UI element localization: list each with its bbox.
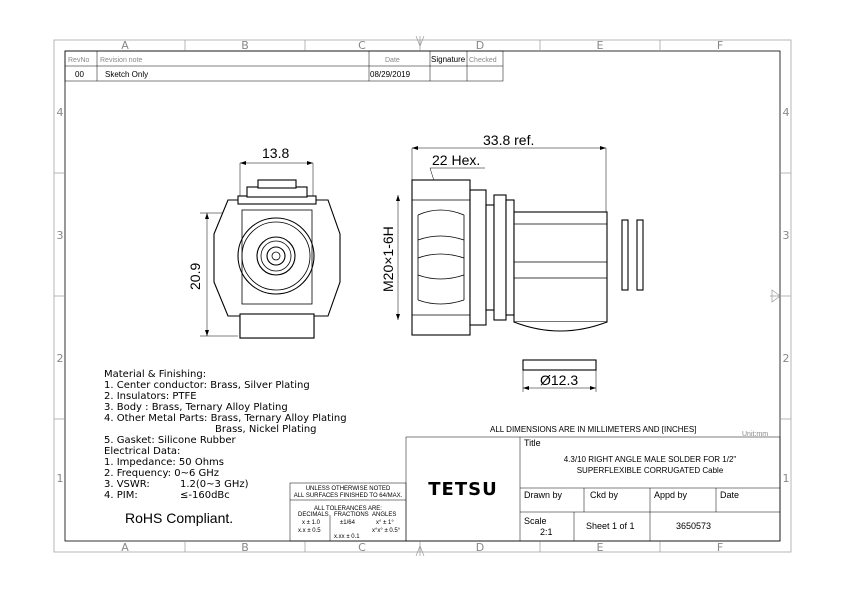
zone-col-top-E: E — [597, 39, 604, 52]
title-label: Title — [524, 438, 541, 448]
unit-label: Unit:mm — [742, 431, 768, 438]
note-line-0: Material & Finishing: — [104, 369, 206, 380]
front-view: 13.8 20.9 — [187, 145, 341, 339]
note-header: Revision note — [100, 57, 143, 64]
tol-frac-0: ±1/64 — [340, 520, 356, 526]
tolerance-block: UNLESS OTHERWISE NOTED ALL SURFACES FINI… — [289, 482, 407, 542]
tol-h-fractions: FRACTIONS — [334, 512, 369, 518]
zone-row-left-2: 2 — [57, 352, 64, 365]
tol-h-decimals: DECIMALS — [298, 512, 329, 518]
tol-line3: ALL TOLERANCES ARE: — [314, 506, 382, 512]
tol-dec-0: x ± 1.0 — [302, 520, 321, 526]
zone-col-bottom-F: F — [717, 541, 723, 554]
revision-table: RevNo Revision note Date Signature Check… — [64, 50, 504, 82]
zone-row-left-3: 3 — [57, 229, 64, 242]
zone-row-right-1: 1 — [783, 472, 790, 485]
zone-row-right-4: 4 — [783, 106, 790, 119]
scale-label: Scale — [524, 516, 547, 526]
dim-front-height: 20.9 — [187, 263, 203, 290]
checked-header: Checked — [469, 57, 497, 64]
dim-overall-length: 33.8 ref. — [483, 132, 534, 148]
top-center-mark — [415, 35, 425, 47]
appd-by-label: Appd by — [654, 490, 688, 500]
company-logo: TETSU — [428, 479, 497, 500]
dim-hex: 22 Hex. — [432, 152, 480, 168]
note-line-5: Brass, Nickel Plating — [215, 424, 317, 435]
note-line-6: 5. Gasket: Silicone Rubber — [104, 435, 237, 446]
zone-row-right-2: 2 — [783, 352, 790, 365]
elec-line-4: 4. PIM: — [104, 490, 138, 501]
tol-dec-2: x.xx ± 0.1 — [334, 534, 360, 540]
dim-thread: M20×1-6H — [380, 226, 396, 292]
elec-line-2: 2. Frequency: 0~6 GHz — [104, 468, 219, 479]
elec-line-0: Electrical Data: — [104, 446, 180, 457]
zone-row-left-1: 1 — [57, 472, 64, 485]
zone-col-top-F: F — [717, 39, 723, 52]
tol-ang-1: x°x° ± 0.5° — [372, 528, 401, 534]
units-note: ALL DIMENSIONS ARE IN MILLIMETERS AND [I… — [490, 425, 696, 434]
date-value: 08/29/2019 — [370, 70, 411, 79]
zone-col-bottom-D: D — [476, 541, 484, 554]
sheet-number: Sheet 1 of 1 — [586, 521, 635, 531]
drawn-by-label: Drawn by — [524, 490, 563, 500]
elec-line-3: 3. VSWR: — [104, 479, 150, 490]
rev-header: RevNo — [68, 57, 90, 64]
zone-col-top-D: D — [476, 39, 484, 52]
title-line1: 4.3/10 RIGHT ANGLE MALE SOLDER FOR 1/2" — [564, 455, 737, 464]
note-value: Sketch Only — [105, 70, 148, 79]
date-header: Date — [385, 57, 400, 64]
elec-pim-value: ≤-160dBc — [180, 490, 230, 501]
dim-front-width: 13.8 — [262, 145, 289, 161]
zone-col-bottom-A: A — [121, 541, 129, 554]
tol-dec-1: x.x ± 0.5 — [298, 528, 321, 534]
note-line-4: 4. Other Metal Parts: Brass, Ternary All… — [104, 413, 347, 424]
note-line-2: 2. Insulators: PTFE — [104, 391, 197, 402]
zone-row-left-4: 4 — [57, 106, 64, 119]
title-block: ALL DIMENSIONS ARE IN MILLIMETERS AND [I… — [405, 425, 781, 542]
side-view: 33.8 ref. 22 Hex. M20×1-6H — [380, 132, 644, 392]
zone-col-bottom-B: B — [241, 541, 249, 554]
date-label: Date — [720, 490, 739, 500]
right-center-mark — [770, 289, 781, 303]
signature-header: Signature — [431, 55, 466, 64]
zone-col-bottom-E: E — [597, 541, 604, 554]
note-line-3: 3. Body : Brass, Ternary Alloy Plating — [104, 402, 288, 413]
elec-line-1: 1. Impedance: 50 Ohms — [104, 457, 224, 468]
title-line2: SUPERFLEXIBLE CORRUGATED Cable — [577, 466, 724, 475]
part-number: 3650573 — [676, 521, 711, 531]
rohs-note: RoHS Compliant. — [125, 510, 233, 526]
ckd-by-label: Ckd by — [590, 490, 619, 500]
notes-block: Material & Finishing: 1. Center conducto… — [104, 369, 347, 526]
dim-diameter: Ø12.3 — [540, 372, 578, 388]
zone-col-top-C: C — [358, 39, 366, 52]
zone-row-right-3: 3 — [783, 229, 790, 242]
note-line-1: 1. Center conductor: Brass, Silver Plati… — [104, 380, 310, 391]
elec-vswr-value: 1.2(0~3 GHz) — [180, 479, 249, 490]
zone-col-top-B: B — [241, 39, 249, 52]
zone-col-top-A: A — [121, 39, 129, 52]
tol-line2: ALL SURFACES FINISHED TO 64/MAX. — [294, 493, 403, 499]
scale-value: 2:1 — [540, 527, 553, 537]
rev-value: 00 — [75, 70, 84, 79]
tol-line1: UNLESS OTHERWISE NOTED — [306, 486, 391, 492]
bottom-center-mark — [415, 545, 425, 557]
tol-ang-0: x° ± 1° — [376, 520, 394, 526]
zone-col-bottom-C: C — [358, 541, 366, 554]
tol-h-angles: ANGLES — [372, 512, 396, 518]
